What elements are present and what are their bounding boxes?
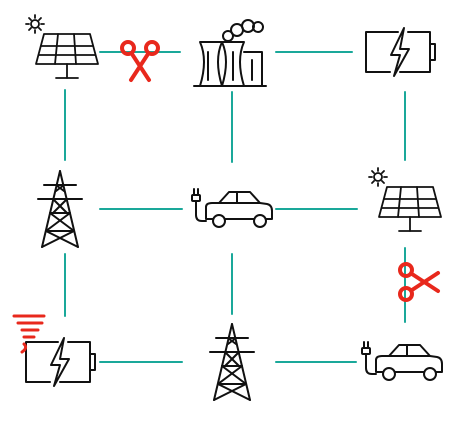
power-plant-icon xyxy=(193,19,267,87)
transmission-tower-icon xyxy=(37,170,83,248)
scissors-icon xyxy=(120,40,160,82)
tornado-icon xyxy=(12,314,46,354)
electric-car-icon xyxy=(361,341,443,381)
battery-icon xyxy=(25,337,96,387)
solar-panel-icon xyxy=(25,14,99,79)
transmission-tower-icon xyxy=(209,323,255,401)
connection-lines xyxy=(64,51,406,363)
solar-panel-icon xyxy=(368,167,442,232)
electric-car-icon xyxy=(191,188,273,228)
battery-icon xyxy=(365,27,436,77)
